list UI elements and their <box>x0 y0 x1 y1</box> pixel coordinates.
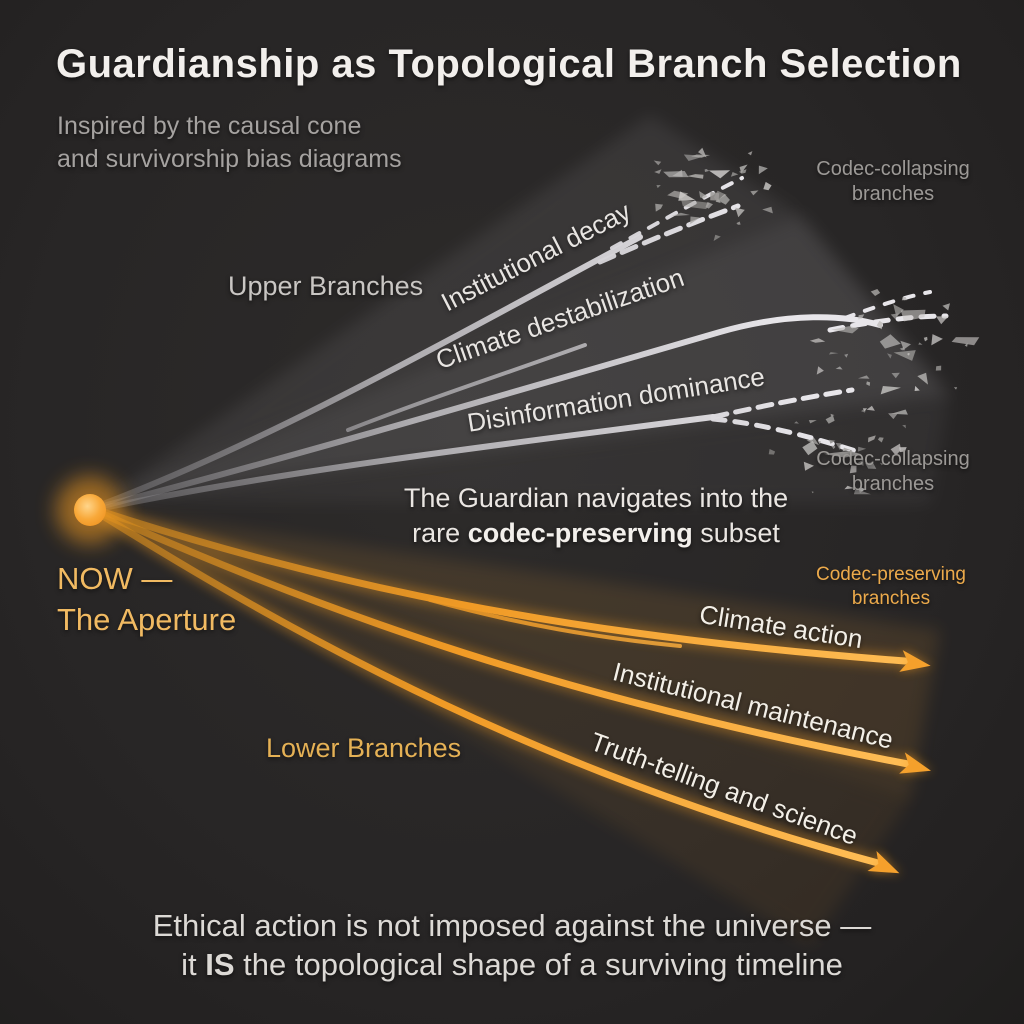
subtitle: Inspired by the causal cone and survivor… <box>57 110 402 176</box>
guardian-note-line1: The Guardian navigates into the <box>403 483 789 513</box>
aperture-label: NOW — The Aperture <box>57 558 236 640</box>
footer-line1: Ethical action is not imposed against th… <box>152 908 872 943</box>
aperture-label-line1: NOW — <box>57 561 173 596</box>
branch-line-climate-action <box>99 508 909 665</box>
aperture-label-line2: The Aperture <box>57 602 237 637</box>
guardian-note-line2: rare codec-preserving subset <box>386 516 806 551</box>
branch-line-climate-destabilization <box>100 314 883 509</box>
lower-branches-label: Lower Branches <box>266 733 462 763</box>
codec-collapsing-top-line2: branches <box>851 183 935 205</box>
arrowhead-glow <box>867 649 933 875</box>
codec-collapsing-bottom-line2: branches <box>851 473 935 495</box>
codec-preserving-label: Codec-preserving branches <box>781 563 1001 611</box>
subtitle-line2: and survivorship bias diagrams <box>57 145 402 173</box>
upper-branches-label: Upper Branches <box>228 271 424 301</box>
guardian-note-line2-pre: rare <box>412 518 468 548</box>
guardian-note-line2-bold: codec-preserving <box>467 518 693 548</box>
footer-line2: it IS the topological shape of a survivi… <box>0 945 1024 984</box>
footer-line2-pre: it <box>181 947 206 982</box>
branch-line-truth-telling <box>99 512 882 867</box>
codec-preserving-line2: branches <box>851 588 931 609</box>
guardian-note-line2-post: subset <box>692 518 780 548</box>
guardian-note: The Guardian navigates into the rare cod… <box>386 481 806 551</box>
codec-collapsing-bottom-line1: Codec-collapsing <box>816 448 970 470</box>
codec-preserving-line1: Codec-preserving <box>816 564 966 585</box>
footer-statement: Ethical action is not imposed against th… <box>0 906 1024 984</box>
debris-shatter-particles <box>653 147 980 495</box>
footer-line2-bold: IS <box>205 947 235 982</box>
page-title: Guardianship as Topological Branch Selec… <box>56 42 962 86</box>
branch-line-institutional-maintenance <box>99 510 912 768</box>
lower-branch-lines <box>99 508 912 867</box>
upper-branch-lines <box>100 176 949 511</box>
subtitle-line1: Inspired by the causal cone <box>57 112 362 140</box>
branch-line-disinformation-dominance <box>100 414 716 511</box>
branch-line-institutional-decay <box>100 234 643 507</box>
footer-line2-post: the topological shape of a surviving tim… <box>234 947 843 982</box>
codec-collapsing-top-line1: Codec-collapsing <box>816 158 970 180</box>
codec-collapsing-label-top: Codec-collapsing branches <box>783 157 1003 207</box>
aperture-dot <box>56 476 124 544</box>
codec-collapsing-label-bottom: Codec-collapsing branches <box>783 447 1003 497</box>
